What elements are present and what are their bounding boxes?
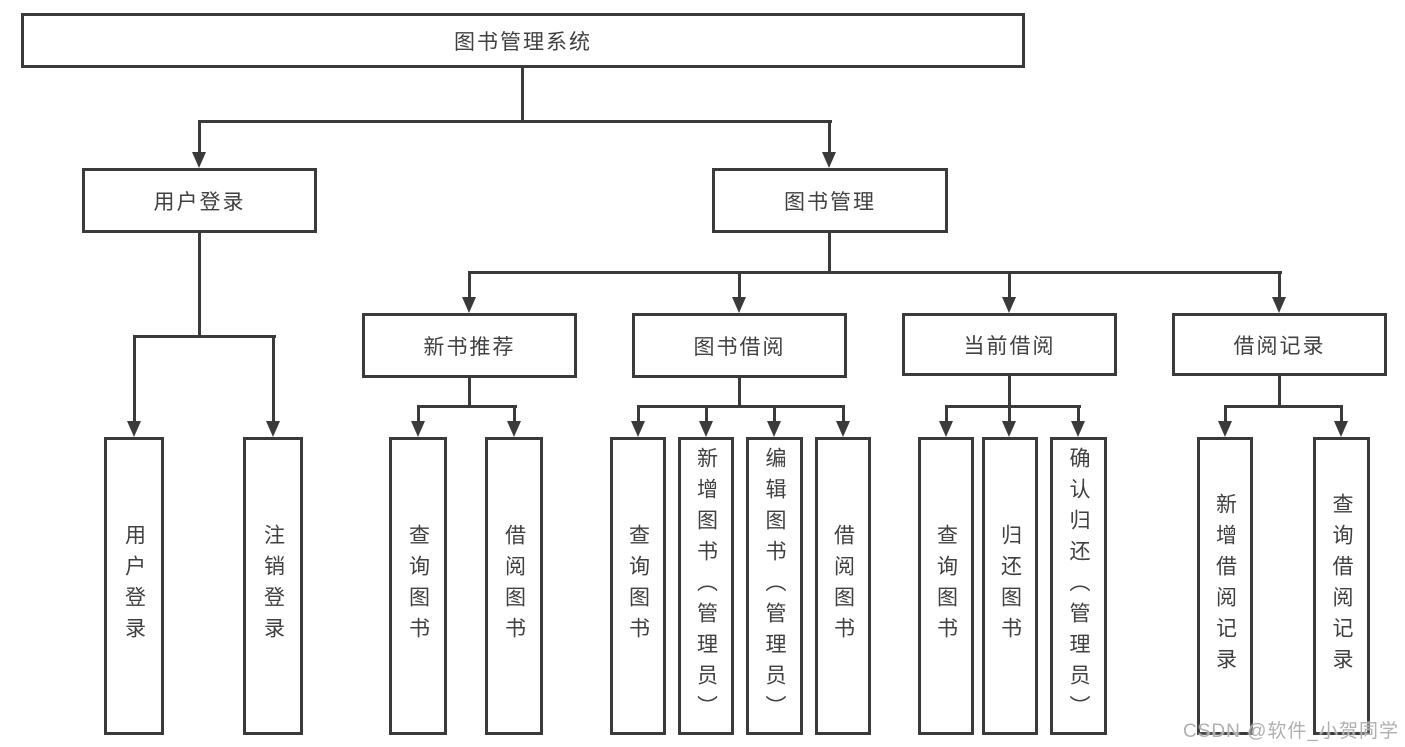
arrow-down-icon — [1334, 421, 1348, 437]
edge-book-mgmt-drop-2 — [738, 271, 741, 299]
leaf-confirm-return-admin: 确认归还（管理员） — [1050, 437, 1107, 735]
arrow-down-icon — [411, 421, 425, 437]
edge-borrowing-drop-3 — [773, 405, 776, 423]
edge-borrowing-drop-1 — [637, 405, 640, 423]
edge-root-drop-right — [828, 120, 831, 154]
leaf-return-books-label: 归还图书 — [998, 524, 1022, 648]
leaf-user-login: 用户登录 — [104, 437, 164, 735]
edge-book-mgmt-drop-1 — [468, 271, 471, 299]
leaf-borrow-books-recommend-label: 借阅图书 — [502, 524, 526, 648]
arrow-down-icon — [1002, 297, 1016, 313]
node-book-management-label: 图书管理 — [784, 190, 876, 214]
arrow-down-icon — [822, 152, 836, 168]
arrow-down-icon — [699, 421, 713, 437]
edge-current-hbar — [945, 405, 1081, 408]
edge-book-mgmt-stem — [828, 233, 831, 274]
node-root: 图书管理系统 — [21, 13, 1025, 68]
edge-book-mgmt-drop-3 — [1008, 271, 1011, 299]
leaf-logout-label: 注销登录 — [261, 524, 285, 648]
node-current-borrowing-label: 当前借阅 — [963, 334, 1056, 358]
arrow-down-icon — [192, 152, 206, 168]
edge-user-login-drop-2 — [272, 335, 275, 423]
node-borrow-records: 借阅记录 — [1172, 313, 1387, 376]
node-new-book-recommend-label: 新书推荐 — [423, 335, 516, 359]
edge-recommend-drop-2 — [513, 405, 516, 423]
arrow-down-icon — [1002, 421, 1016, 437]
arrow-down-icon — [767, 421, 781, 437]
leaf-query-books-borrowing: 查询图书 — [610, 437, 666, 735]
node-book-borrowing-label: 图书借阅 — [693, 335, 786, 359]
arrow-down-icon — [266, 421, 280, 437]
node-borrow-records-label: 借阅记录 — [1233, 334, 1326, 358]
arrow-down-icon — [836, 421, 850, 437]
leaf-edit-book-admin: 编辑图书（管理员） — [746, 437, 803, 735]
leaf-borrow-books-recommend: 借阅图书 — [485, 437, 543, 735]
leaf-query-borrow-record-label: 查询借阅记录 — [1330, 493, 1353, 679]
node-root-label: 图书管理系统 — [454, 30, 592, 54]
arrow-down-icon — [1071, 421, 1085, 437]
leaf-query-books-recommend: 查询图书 — [389, 437, 447, 735]
leaf-borrow-books-borrowing-label: 借阅图书 — [831, 524, 855, 648]
node-current-borrowing: 当前借阅 — [902, 313, 1117, 376]
node-book-borrowing: 图书借阅 — [632, 313, 847, 378]
edge-records-drop-1 — [1224, 405, 1227, 423]
leaf-query-books-recommend-label: 查询图书 — [406, 524, 430, 648]
edge-records-hbar — [1224, 405, 1343, 408]
node-user-login: 用户登录 — [82, 168, 317, 233]
edge-root-drop-left — [198, 120, 201, 154]
edge-current-drop-2 — [1008, 405, 1011, 423]
leaf-query-borrow-record: 查询借阅记录 — [1313, 437, 1370, 735]
node-user-login-label: 用户登录 — [153, 190, 246, 214]
leaf-user-login-label: 用户登录 — [122, 524, 146, 648]
edge-root-stem — [521, 68, 524, 122]
edge-records-stem — [1278, 376, 1281, 408]
arrow-down-icon — [1218, 421, 1232, 437]
arrow-down-icon — [1272, 297, 1286, 313]
edge-records-drop-2 — [1340, 405, 1343, 423]
arrow-down-icon — [732, 297, 746, 313]
edge-current-drop-3 — [1077, 405, 1080, 423]
edge-recommend-hbar — [417, 405, 517, 408]
edge-book-mgmt-hbar — [468, 271, 1282, 274]
leaf-borrow-books-borrowing: 借阅图书 — [815, 437, 871, 735]
leaf-query-books-current: 查询图书 — [918, 437, 974, 735]
arrow-down-icon — [462, 297, 476, 313]
edge-user-login-stem — [198, 233, 201, 335]
edge-borrowing-stem — [738, 378, 741, 408]
leaf-return-books: 归还图书 — [982, 437, 1038, 735]
leaf-add-book-admin: 新增图书（管理员） — [678, 437, 734, 735]
arrow-down-icon — [127, 421, 141, 437]
edge-book-mgmt-drop-4 — [1278, 271, 1281, 299]
leaf-query-books-borrowing-label: 查询图书 — [626, 524, 650, 648]
watermark: CSDN @软件_小贺同学 — [1183, 721, 1399, 742]
edge-user-login-hbar — [133, 335, 276, 338]
arrow-down-icon — [631, 421, 645, 437]
node-new-book-recommend: 新书推荐 — [362, 313, 577, 378]
leaf-confirm-return-admin-label: 确认归还（管理员） — [1067, 446, 1090, 726]
edge-current-stem — [1008, 376, 1011, 408]
edge-current-drop-1 — [945, 405, 948, 423]
edge-recommend-stem — [468, 378, 471, 408]
node-book-management: 图书管理 — [712, 168, 948, 233]
arrow-down-icon — [507, 421, 521, 437]
edge-borrowing-hbar — [637, 405, 845, 408]
leaf-edit-book-admin-label: 编辑图书（管理员） — [763, 446, 786, 726]
edge-root-hbar — [198, 120, 832, 123]
edge-user-login-drop-1 — [133, 335, 136, 423]
edge-recommend-drop-1 — [417, 405, 420, 423]
leaf-add-borrow-record-label: 新增借阅记录 — [1213, 493, 1237, 679]
leaf-add-borrow-record: 新增借阅记录 — [1197, 437, 1253, 735]
leaf-logout: 注销登录 — [243, 437, 303, 735]
edge-borrowing-drop-2 — [705, 405, 708, 423]
arrow-down-icon — [939, 421, 953, 437]
edge-borrowing-drop-4 — [842, 405, 845, 423]
leaf-add-book-admin-label: 新增图书（管理员） — [694, 446, 718, 726]
leaf-query-books-current-label: 查询图书 — [934, 524, 958, 648]
